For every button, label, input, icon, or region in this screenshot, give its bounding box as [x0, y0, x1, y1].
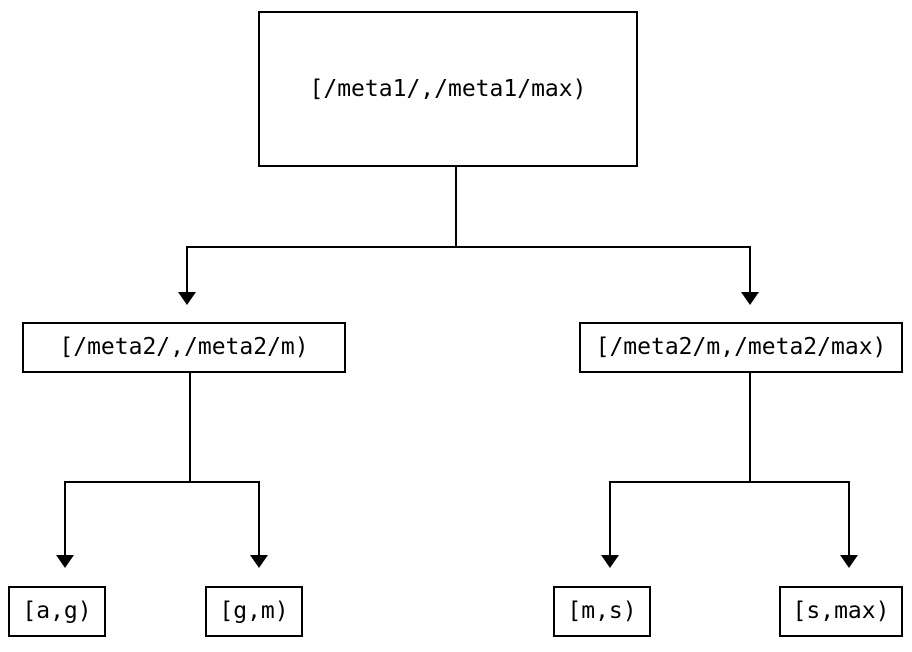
edge-mid-right-to-leaf-smax-drop — [848, 481, 850, 556]
node-mid-left[interactable]: [/meta2/,/meta2/m) — [22, 322, 346, 373]
node-mid-right-label: [/meta2/m,/meta2/max) — [595, 334, 887, 360]
edge-root-to-mid-right-drop — [749, 246, 751, 293]
node-leaf-ms-label: [m,s) — [567, 598, 637, 624]
edge-mid-left-bus — [64, 481, 260, 483]
edge-root-bus — [186, 246, 751, 248]
edge-mid-right-bus — [609, 481, 850, 483]
node-leaf-ag[interactable]: [a,g) — [8, 586, 106, 637]
edge-mid-left-to-leaf-gm-drop — [258, 481, 260, 556]
node-leaf-smax[interactable]: [s,max) — [779, 586, 903, 637]
edge-mid-left-to-leaf-ag-arrowhead — [56, 555, 74, 568]
edge-root-to-mid-right-arrowhead — [741, 292, 759, 305]
edge-mid-left-to-leaf-ag-drop — [64, 481, 66, 556]
node-leaf-ms[interactable]: [m,s) — [553, 586, 651, 637]
node-leaf-smax-label: [s,max) — [792, 598, 890, 624]
edge-root-stem — [455, 167, 457, 247]
node-leaf-gm[interactable]: [g,m) — [205, 586, 303, 637]
edge-mid-left-stem — [189, 373, 191, 482]
edge-mid-right-to-leaf-ms-arrowhead — [601, 555, 619, 568]
edge-mid-right-to-leaf-smax-arrowhead — [840, 555, 858, 568]
node-leaf-gm-label: [g,m) — [219, 598, 289, 624]
node-root-label: [/meta1/,/meta1/max) — [309, 75, 587, 102]
edge-mid-right-stem — [749, 373, 751, 482]
edge-mid-left-to-leaf-gm-arrowhead — [250, 555, 268, 568]
edge-mid-right-to-leaf-ms-drop — [609, 481, 611, 556]
node-mid-right[interactable]: [/meta2/m,/meta2/max) — [579, 322, 903, 373]
node-leaf-ag-label: [a,g) — [22, 598, 92, 624]
edge-root-to-mid-left-arrowhead — [178, 292, 196, 305]
edge-root-to-mid-left-drop — [186, 246, 188, 293]
node-root[interactable]: [/meta1/,/meta1/max) — [258, 11, 638, 167]
node-mid-left-label: [/meta2/,/meta2/m) — [59, 334, 309, 360]
